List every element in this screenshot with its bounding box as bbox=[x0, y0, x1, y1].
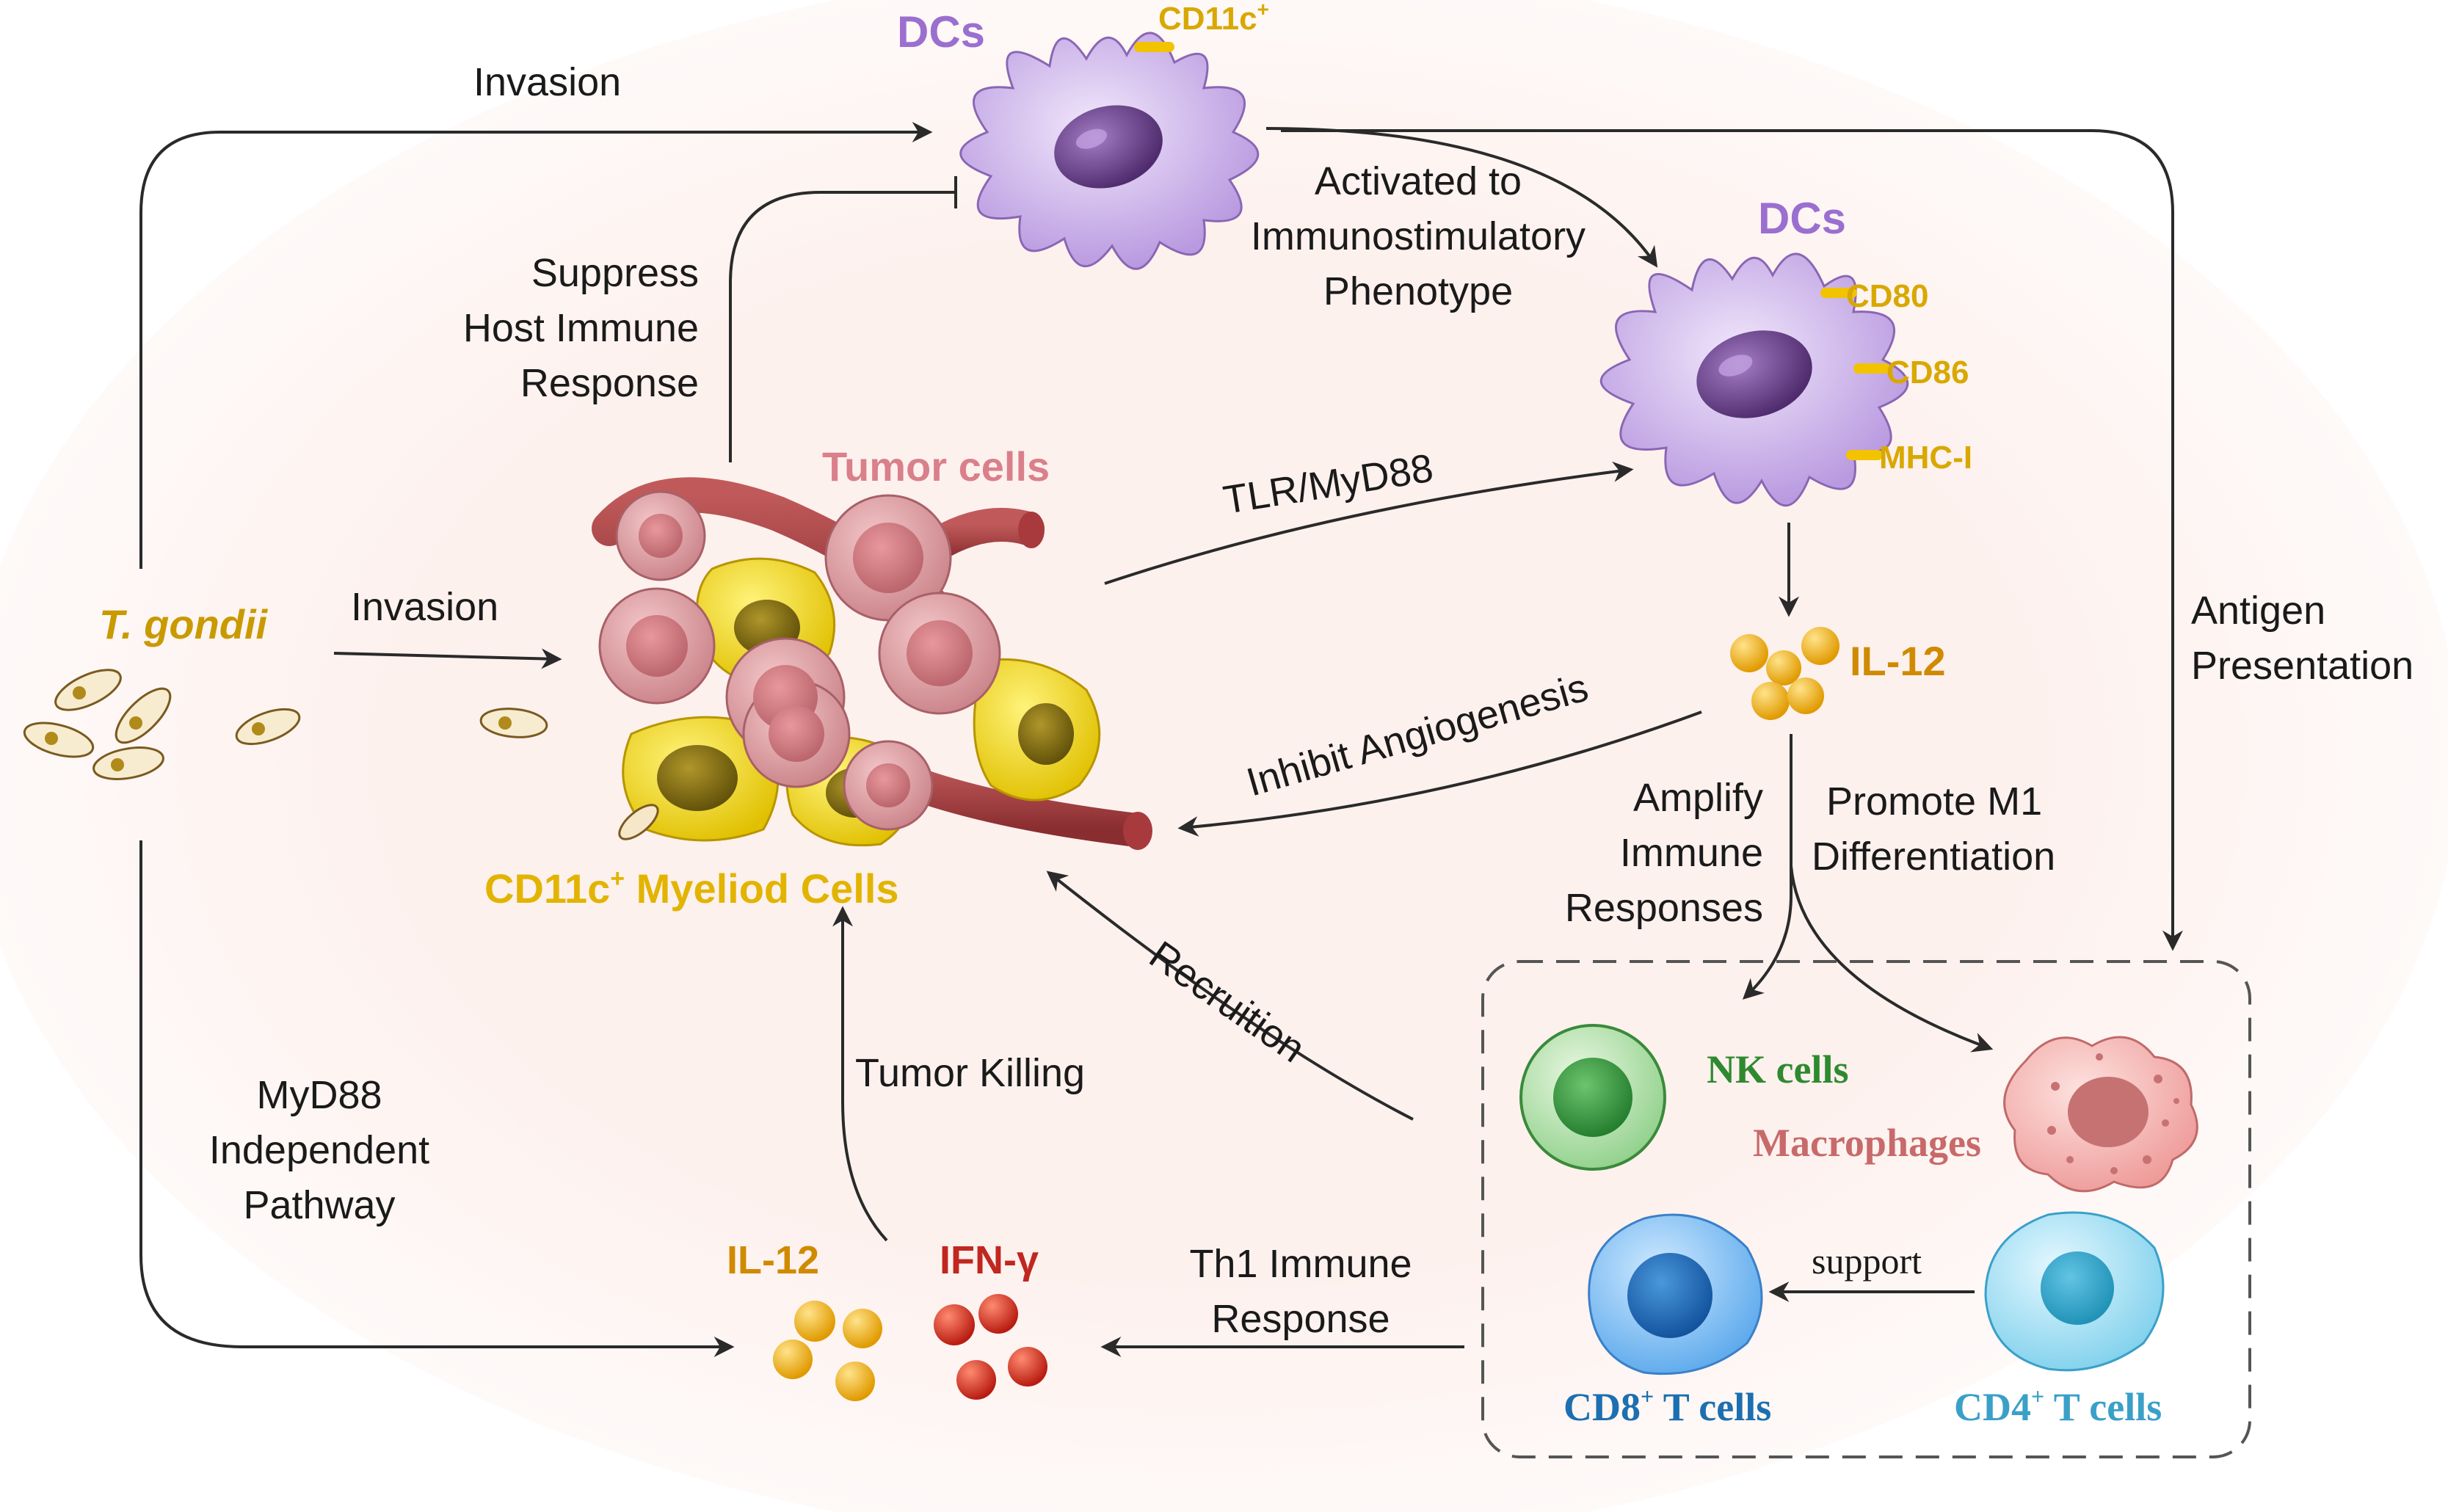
label-invasion-mid: Invasion bbox=[351, 585, 498, 629]
label-myd88-3: Pathway bbox=[243, 1183, 395, 1227]
dc-right-marker-cd86: CD86 bbox=[1886, 355, 1969, 390]
cd4-sup: + bbox=[2031, 1383, 2044, 1409]
cd4-label: CD4+ T cells bbox=[1954, 1383, 2162, 1429]
inhibit-suppress bbox=[729, 191, 954, 462]
label-invasion-top: Invasion bbox=[473, 60, 621, 104]
tumor-label: Tumor cells bbox=[822, 443, 1050, 490]
macro-label: Macrophages bbox=[1753, 1121, 1981, 1165]
cd8-rest: T cells bbox=[1654, 1385, 1771, 1429]
dc-top-label: DCs bbox=[897, 7, 985, 57]
arrow-amplify bbox=[1742, 734, 1793, 1000]
tgondii-parasites bbox=[23, 669, 548, 780]
label-activated-1: Activated to bbox=[1315, 159, 1522, 203]
label-th1-2: Response bbox=[1211, 1297, 1390, 1341]
dc-top-marker-sup: + bbox=[1257, 0, 1269, 21]
arrow-tlr bbox=[1104, 461, 1634, 585]
arrow-recruition bbox=[1046, 871, 1414, 1121]
dc-right-label: DCs bbox=[1758, 194, 1846, 243]
dc-right-cell bbox=[1599, 252, 1909, 507]
label-amplify-1: Amplify bbox=[1633, 776, 1763, 820]
ifn-label: IFN-γ bbox=[940, 1238, 1039, 1282]
arrow-inhibit-angio bbox=[1177, 710, 1702, 837]
cell-labels: DCs CD11c+ DCs CD80 CD86 MHC-I Tumor cel… bbox=[99, 0, 2162, 1429]
il12-bottom-label: IL-12 bbox=[727, 1238, 819, 1282]
ifn-cluster bbox=[934, 1294, 1047, 1400]
cd4-text: CD4 bbox=[1954, 1385, 2031, 1429]
dc-right-marker-cd80: CD80 bbox=[1846, 278, 1929, 314]
dc-top-cell bbox=[959, 32, 1260, 270]
label-antigen-2: Presentation bbox=[2191, 644, 2414, 688]
nk-cell bbox=[1519, 1024, 1666, 1171]
label-myd88-1: MyD88 bbox=[256, 1073, 382, 1117]
il12-right-label: IL-12 bbox=[1850, 638, 1946, 684]
label-th1-1: Th1 Immune bbox=[1189, 1242, 1412, 1286]
label-promote-2: Differentiation bbox=[1812, 835, 2055, 879]
label-support: support bbox=[1812, 1240, 1922, 1282]
arrow-invasion-top bbox=[139, 122, 933, 569]
myeloid-label: CD11c+ Myeliod Cells bbox=[484, 865, 899, 912]
arrow-antigen bbox=[1281, 129, 2183, 951]
cd8-sup: + bbox=[1641, 1383, 1654, 1409]
label-myd88-2: Independent bbox=[209, 1128, 429, 1172]
label-antigen-1: Antigen bbox=[2191, 589, 2325, 633]
label-suppress-1: Suppress bbox=[531, 251, 699, 295]
il12-right-cluster bbox=[1730, 627, 1839, 720]
arrow-tgondii-to-tumor bbox=[333, 648, 562, 669]
label-amplify-3: Responses bbox=[1565, 886, 1763, 930]
arrow-myd88-independent bbox=[139, 840, 735, 1357]
cd8-text: CD8 bbox=[1563, 1385, 1641, 1429]
label-suppress-2: Host Immune bbox=[463, 306, 699, 350]
dc-right-marker-mhc: MHC-I bbox=[1879, 440, 1972, 476]
tgondii-label: T. gondii bbox=[99, 601, 269, 647]
nk-label: NK cells bbox=[1707, 1047, 1848, 1091]
dc-top-marker-text: CD11c bbox=[1158, 1, 1257, 37]
macrophage-cell bbox=[2003, 1036, 2198, 1193]
label-tumor-killing: Tumor Killing bbox=[855, 1051, 1085, 1095]
label-activated-2: Immunostimulatory bbox=[1251, 214, 1586, 258]
tumor-mass bbox=[592, 477, 1152, 850]
arrow-promote bbox=[1790, 865, 1994, 1053]
label-amplify-2: Immune bbox=[1620, 831, 1763, 875]
cd8-t-cell bbox=[1588, 1213, 1763, 1375]
cd4-rest: T cells bbox=[2044, 1385, 2162, 1429]
arrow-tumor-killing bbox=[832, 906, 888, 1242]
immune-cells-box bbox=[1481, 960, 2251, 1458]
cd8-label: CD8+ T cells bbox=[1563, 1383, 1771, 1429]
cd4-t-cell bbox=[1984, 1211, 2165, 1372]
label-activated-3: Phenotype bbox=[1323, 269, 1513, 313]
arrows bbox=[139, 122, 2183, 1357]
myeloid-sup: + bbox=[610, 865, 625, 893]
myeloid-text: CD11c bbox=[484, 865, 610, 912]
label-suppress-3: Response bbox=[520, 361, 699, 405]
label-promote-1: Promote M1 bbox=[1826, 779, 2042, 824]
myeloid-rest: Myeliod Cells bbox=[625, 865, 898, 912]
dc-top-marker-label: CD11c+ bbox=[1158, 0, 1269, 37]
il12-bottom-cluster bbox=[773, 1301, 882, 1401]
